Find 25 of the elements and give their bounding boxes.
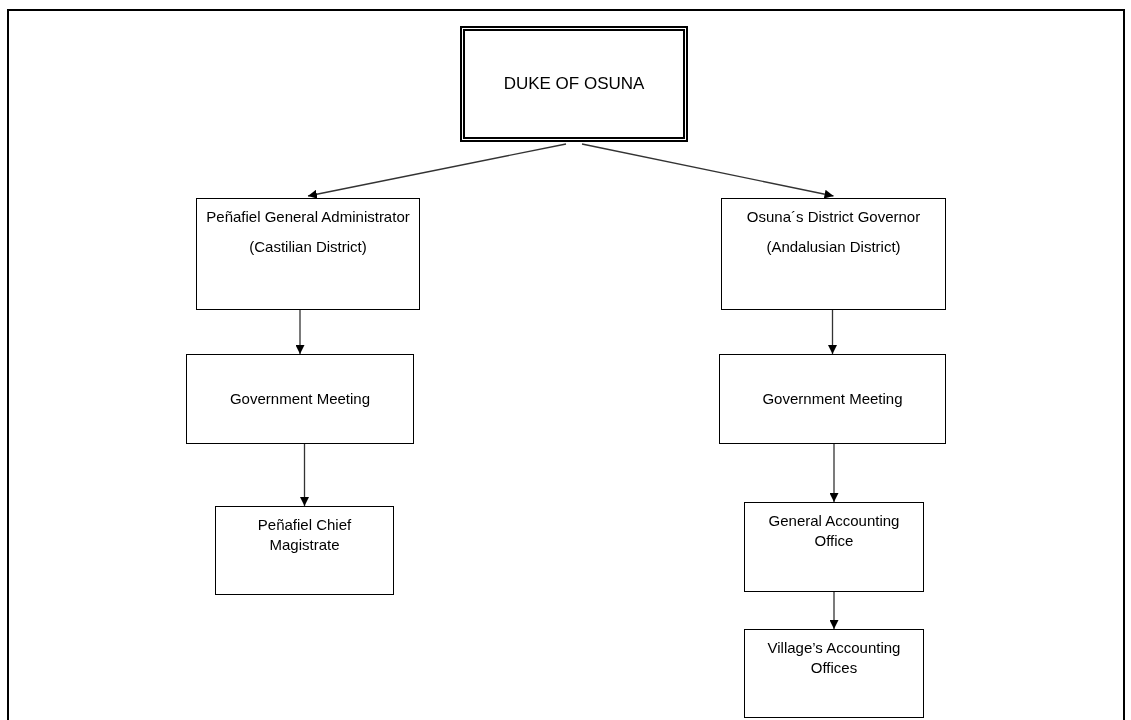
org-box (719, 354, 946, 444)
arrow (829, 591, 839, 630)
arrow (307, 143, 567, 199)
box-label: Government Meeting (229, 389, 371, 409)
box-label: (Andalusian District) (766, 236, 901, 256)
title-box (460, 26, 688, 142)
box-label: Osuna´s District Governor (746, 207, 921, 227)
box-label: DUKE OF OSUNA (503, 72, 645, 95)
org-box (744, 629, 924, 718)
org-box (186, 354, 414, 444)
box-label: Peñafiel General Administrator (206, 207, 410, 227)
arrow (828, 309, 837, 355)
org-box (196, 198, 420, 310)
arrow (295, 309, 305, 355)
box-label: (Castilian District) (249, 236, 367, 256)
org-box (721, 198, 946, 310)
arrow (829, 443, 839, 503)
org-box (215, 506, 394, 595)
box-label: Government Meeting (762, 389, 903, 409)
org-box (744, 502, 924, 592)
box-label: General Accounting Office (767, 511, 901, 550)
arrow (581, 143, 835, 199)
box-label: Peñafiel Chief Magistrate (256, 515, 353, 554)
arrow (300, 443, 309, 507)
box-label: Village’s Accounting Offices (766, 638, 902, 677)
